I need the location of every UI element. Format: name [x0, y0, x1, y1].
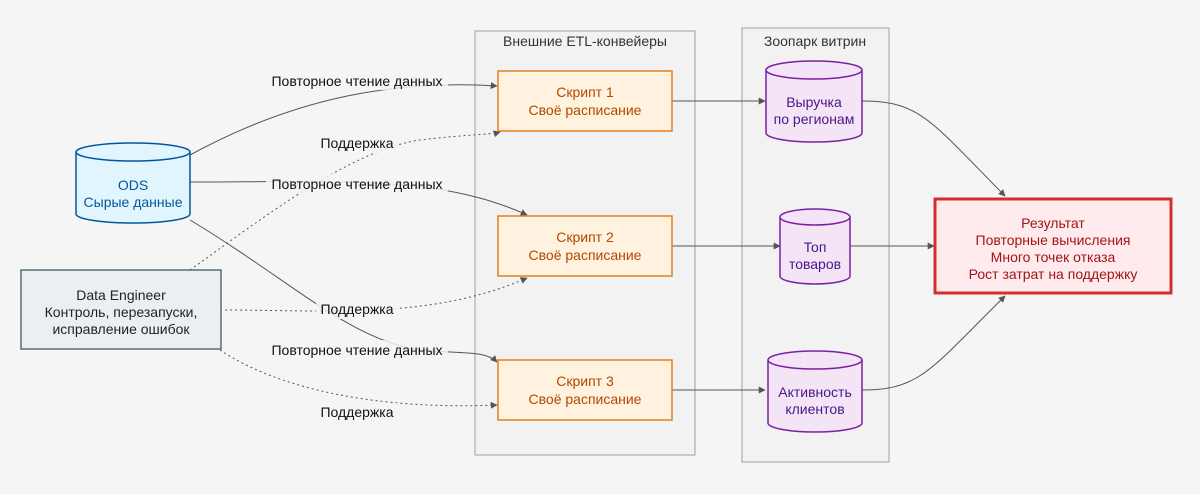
engineer-label-line2: Контроль, перезапуски,	[45, 304, 198, 320]
edge-label-read1: Повторное чтение данных	[266, 71, 448, 90]
ods-node: ODS Сырые данные	[75, 142, 191, 224]
ods-cylinder-body	[75, 152, 191, 224]
script2-label-line2: Своё расписание	[529, 247, 642, 263]
script3-label-line2: Своё расписание	[529, 391, 642, 407]
edge-label-support2: Поддержка	[316, 300, 398, 319]
result-label-line4: Рост затрат на поддержку	[969, 266, 1138, 282]
script3-node: Скрипт 3 Своё расписание	[497, 359, 673, 421]
ods-label-line1: ODS	[118, 177, 148, 193]
mart3-node: Активность клиентов	[767, 350, 863, 433]
mart1-cylinder-body	[765, 70, 863, 143]
script2-node: Скрипт 2 Своё расписание	[497, 215, 673, 277]
script1-node: Скрипт 1 Своё расписание	[497, 70, 673, 132]
edge-label-read1-bg	[266, 71, 448, 90]
edge-labels: Повторное чтение данных Повторное чтение…	[266, 71, 448, 422]
script1-label-line1: Скрипт 1	[556, 84, 614, 100]
edge-label-support2-text: Поддержка	[320, 301, 393, 317]
script1-label-line2: Своё расписание	[529, 102, 642, 118]
edge-label-support3: Поддержка	[316, 403, 398, 422]
etl-group-title: Внешние ETL-конвейеры	[503, 33, 667, 49]
result-label-line2: Повторные вычисления	[976, 232, 1131, 248]
ods-cylinder-top	[75, 142, 191, 162]
edge-label-support1: Поддержка	[316, 134, 398, 153]
result-label-line3: Много точек отказа	[991, 249, 1116, 265]
result-node: Результат Повторные вычисления Много точ…	[933, 197, 1173, 295]
edge-label-read1-text: Повторное чтение данных	[271, 73, 442, 89]
mart1-node: Выручка по регионам	[765, 60, 863, 143]
engineer-label-line3: исправление ошибок	[52, 321, 190, 337]
edge-label-read2-text: Повторное чтение данных	[271, 176, 442, 192]
script3-box	[497, 359, 673, 421]
script2-box	[497, 215, 673, 277]
result-box	[933, 197, 1173, 295]
engineer-box	[20, 269, 222, 350]
marts-group-title: Зоопарк витрин	[764, 33, 866, 49]
script3-label-line1: Скрипт 3	[556, 373, 614, 389]
mart1-label-line1: Выручка	[786, 94, 842, 110]
edge-label-read3-text: Повторное чтение данных	[271, 342, 442, 358]
edge-mart3-result	[861, 295, 1006, 391]
mart2-cylinder-top	[779, 208, 851, 226]
mart2-label-line1: Топ	[804, 239, 827, 255]
script2-label-line1: Скрипт 2	[556, 229, 614, 245]
edge-mart1-result	[861, 100, 1006, 197]
mart3-label-line1: Активность	[778, 384, 852, 400]
edge-label-support1-bg	[316, 134, 398, 153]
edge-engineer-script3	[219, 349, 498, 409]
mart2-cylinder-body	[779, 217, 851, 285]
edge-label-read2-bg	[266, 174, 448, 193]
edge-label-read3: Повторное чтение данных	[266, 340, 448, 359]
ods-label-line2: Сырые данные	[84, 194, 183, 210]
script1-box	[497, 70, 673, 132]
mart3-cylinder-body	[767, 360, 863, 433]
engineer-node: Data Engineer Контроль, перезапуски, исп…	[20, 269, 222, 350]
result-label-line1: Результат	[1021, 215, 1085, 231]
edge-label-support3-bg	[316, 403, 398, 422]
edge-engineer-script2	[219, 277, 528, 312]
mart2-node: Топ товаров	[779, 208, 851, 285]
edge-label-support3-text: Поддержка	[320, 404, 393, 420]
edge-label-support2-bg	[316, 300, 398, 319]
mart1-label-line2: по регионам	[774, 111, 855, 127]
engineer-label-line1: Data Engineer	[76, 287, 166, 303]
edge-label-read3-bg	[266, 340, 448, 359]
edge-ods-script1	[189, 82, 498, 156]
mart2-label-line2: товаров	[789, 256, 841, 272]
edge-label-support1-text: Поддержка	[320, 135, 393, 151]
mart3-label-line2: клиентов	[785, 401, 844, 417]
mart1-cylinder-top	[765, 60, 863, 80]
mart3-cylinder-top	[767, 350, 863, 370]
edge-label-read2: Повторное чтение данных	[266, 174, 448, 193]
